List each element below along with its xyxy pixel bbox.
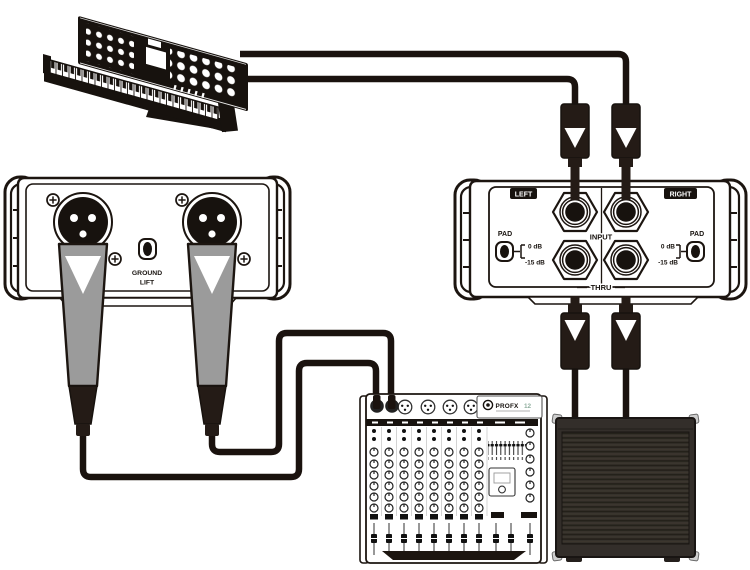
mon-label-strip bbox=[491, 512, 504, 518]
connector-boot bbox=[197, 385, 227, 425]
input-plugs bbox=[560, 103, 641, 200]
quarter-inch-plug-thru-right bbox=[611, 296, 641, 370]
right-badge-label: RIGHT bbox=[670, 192, 693, 199]
triangle-marker bbox=[564, 320, 586, 341]
pad-switch-right: PAD 0 dB -15 dB bbox=[658, 231, 705, 267]
connector-boot bbox=[68, 385, 98, 425]
pad-label: PAD bbox=[498, 231, 512, 238]
mixer-xlr-input bbox=[442, 399, 458, 415]
keyboard-underbody bbox=[44, 70, 226, 133]
speaker-grill bbox=[561, 431, 690, 545]
pad-minus15db-label: -15 dB bbox=[525, 260, 545, 267]
xlr-output-left bbox=[53, 192, 113, 252]
mixer-xlr-input bbox=[420, 399, 436, 415]
mixer-xlr-input bbox=[463, 399, 479, 415]
cable-xlr-right-to-mixer bbox=[208, 329, 395, 456]
di-front-bottom-lip bbox=[526, 296, 700, 305]
panel-screen-small bbox=[148, 38, 161, 49]
triangle-marker bbox=[615, 320, 637, 341]
mixer-model-text: 12 bbox=[524, 403, 532, 410]
thru-label: THRU bbox=[591, 283, 612, 292]
triangle-marker bbox=[564, 128, 586, 148]
xlr-output-right bbox=[182, 192, 242, 252]
screw bbox=[46, 193, 60, 207]
mixer-plug-tip bbox=[388, 395, 396, 409]
thru-plugs bbox=[560, 296, 641, 370]
pad-minus15db-label: -15 dB bbox=[658, 260, 678, 267]
mixer-xlr-input bbox=[397, 399, 413, 415]
triangle-marker bbox=[194, 256, 230, 294]
screw bbox=[108, 252, 122, 266]
lift-label: LIFT bbox=[140, 280, 155, 287]
ground-lift-switch bbox=[138, 238, 157, 260]
triangle-marker bbox=[65, 256, 101, 294]
mixer-logo-text: PROFX bbox=[496, 403, 520, 410]
panel-screen bbox=[146, 46, 166, 70]
cable-xlr-left-to-mixer bbox=[79, 359, 380, 481]
screw bbox=[237, 252, 251, 266]
pad-0db-label: 0 dB bbox=[661, 244, 675, 251]
thru-jack-left bbox=[551, 239, 599, 281]
pad-0db-label: 0 dB bbox=[528, 244, 542, 251]
quarter-inch-plug-input-left bbox=[560, 103, 590, 200]
piano-keys bbox=[49, 59, 219, 122]
pad-switch-left: PAD 0 dB -15 dB bbox=[495, 231, 545, 267]
keyboard-left-cheek bbox=[43, 54, 51, 76]
screw bbox=[175, 193, 189, 207]
quarter-inch-plug-input-right bbox=[611, 103, 641, 200]
cable-keyboard-to-di-left bbox=[246, 75, 579, 106]
mixer-logo-plate: PROFX 12 bbox=[476, 395, 543, 419]
pad-label: PAD bbox=[690, 231, 704, 238]
quarter-inch-plug-thru-left bbox=[560, 296, 590, 370]
thru-jack-right bbox=[602, 239, 650, 281]
right-badge bbox=[664, 188, 697, 199]
left-badge bbox=[510, 188, 537, 199]
mixer-bottom-wedge bbox=[382, 551, 526, 560]
label-strip-marks bbox=[372, 421, 525, 424]
cables bbox=[79, 50, 630, 481]
keyboard-right-end bbox=[218, 103, 238, 133]
cable-keyboard-to-di-right bbox=[240, 50, 630, 106]
input-label: INPUT bbox=[590, 233, 613, 242]
channel-separators bbox=[374, 427, 486, 516]
mixer: PROFX 12 bbox=[359, 393, 548, 564]
speaker-cabinet bbox=[551, 413, 700, 562]
main-label-strip bbox=[521, 512, 537, 518]
graphic-eq bbox=[488, 441, 526, 460]
mixer-master-section bbox=[486, 427, 537, 518]
di-box-front-panel: LEFT RIGHT INPUT THRU PAD 0 dB -15 dB PA… bbox=[453, 178, 748, 305]
mixer-plug-tip bbox=[373, 395, 381, 409]
synthesizer bbox=[43, 16, 248, 133]
xlr-cable-connector-right bbox=[186, 242, 238, 436]
triangle-marker bbox=[615, 128, 637, 148]
di-box-rear-panel: GROUND LIFT bbox=[3, 175, 292, 436]
panel-tick-marks bbox=[173, 84, 205, 98]
xlr-cable-connector-left bbox=[57, 242, 109, 436]
left-badge-label: LEFT bbox=[515, 192, 533, 199]
panel-knob-cluster-left bbox=[86, 23, 134, 75]
panel-knob-cluster-right bbox=[170, 48, 236, 102]
ground-label: GROUND bbox=[132, 270, 162, 277]
